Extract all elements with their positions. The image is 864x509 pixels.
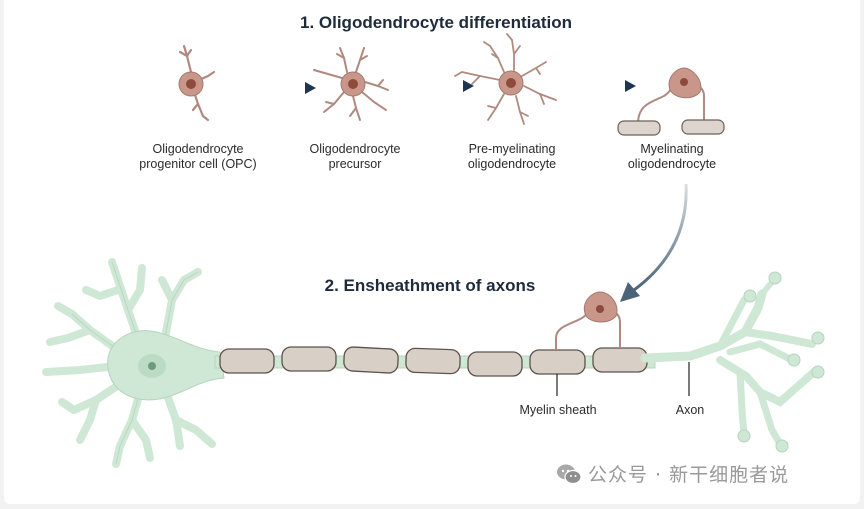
- precursor-cell: [313, 47, 389, 121]
- stage-label-opc-1: Oligodendrocyte: [152, 142, 243, 156]
- nucleus-icon: [186, 79, 196, 89]
- myelin-segment: [281, 346, 337, 372]
- myelin-segment: [219, 348, 275, 374]
- section1-title: 1. Oligodendrocyte differentiation: [300, 13, 572, 32]
- neuron-nucleus-icon: [148, 362, 156, 370]
- stage-label-opc-2: progenitor cell (OPC): [139, 157, 256, 171]
- myelin-segment: [617, 120, 661, 136]
- myelin-sheath-label: Myelin sheath: [519, 403, 596, 417]
- myelin-sheath-group: [219, 346, 648, 377]
- watermark-text: 公众号 · 新干细胞者说: [588, 464, 790, 486]
- stage-label-premyelinating-2: oligodendrocyte: [468, 157, 556, 171]
- arrow-right-icon: [400, 80, 474, 92]
- nucleus-icon: [506, 78, 516, 88]
- curved-arrow-icon: [620, 183, 688, 302]
- axon-terminal: [640, 271, 825, 453]
- wechat-icon: [556, 463, 582, 485]
- arrow-right-icon: [240, 82, 316, 94]
- stage-label-premyelinating-1: Pre-myelinating: [469, 142, 556, 156]
- myelin-segment: [467, 351, 523, 377]
- watermark: 公众号 · 新干细胞者说: [556, 460, 789, 487]
- stage-label-myelinating-2: oligodendrocyte: [628, 157, 716, 171]
- stage-label-precursor-1: Oligodendrocyte: [309, 142, 400, 156]
- opc-cell: [178, 44, 216, 122]
- myelin-segment: [592, 347, 648, 373]
- axon-label: Axon: [676, 403, 705, 417]
- stage-label-myelinating-1: Myelinating: [640, 142, 703, 156]
- neuron: [42, 258, 225, 468]
- myelin-segment: [529, 349, 586, 375]
- stage-label-precursor-2: precursor: [329, 157, 382, 171]
- arrow-right-icon: [560, 80, 636, 92]
- figure-card: [4, 0, 860, 504]
- myelin-segment: [343, 346, 399, 374]
- nucleus-icon: [680, 78, 688, 86]
- myelinating-oligodendrocyte-on-axon: [555, 291, 621, 350]
- myelinating-cell: [617, 67, 725, 136]
- nucleus-icon: [348, 79, 358, 89]
- premyelinating-cell: [454, 33, 557, 125]
- section2-title: 2. Ensheathment of axons: [325, 276, 536, 295]
- myelin-segment: [681, 119, 725, 135]
- myelin-segment: [405, 347, 461, 375]
- nucleus-icon: [596, 305, 604, 313]
